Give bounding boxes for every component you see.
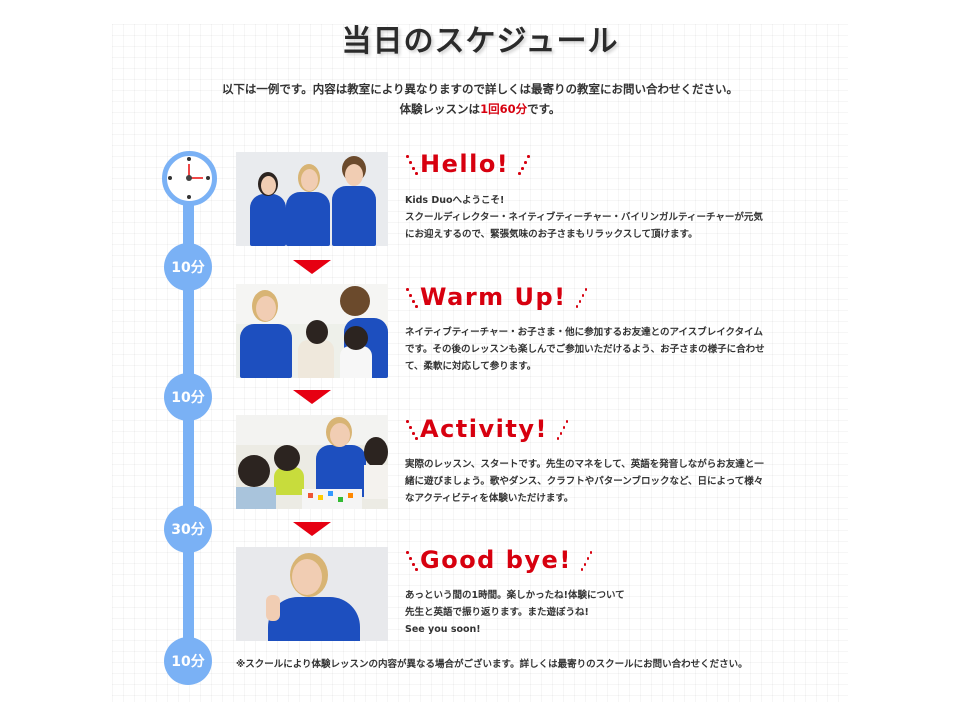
step-description-warmup: ネイティブティーチャー・お子さま・他に参加するお友達とのアイスブレイクタイム で… [405, 327, 765, 372]
step-photo-warmup [236, 284, 388, 378]
duration-badge: 10分 [164, 373, 212, 421]
intro-suffix: です。 [527, 102, 561, 116]
sparkle-right-icon [515, 153, 531, 175]
sparkle-left-icon [404, 549, 420, 571]
sparkle-right-icon [578, 549, 594, 571]
duration-badge: 10分 [164, 243, 212, 291]
step-title-hello: Hello! [404, 150, 531, 178]
sparkle-right-icon [554, 418, 570, 440]
step-description-activity: 実際のレッスン、スタートです。先生のマネをして、英語を発音しながらお友達と一 緒… [405, 459, 764, 504]
timeline-bar [183, 200, 194, 660]
down-arrow-icon [293, 260, 331, 274]
intro-text: 以下は一例です。内容は教室により異なりますので詳しくは最寄りの教室にお問い合わせ… [0, 79, 960, 119]
duration-badge: 10分 [164, 637, 212, 685]
grid-background [112, 24, 848, 702]
clock-icon [162, 151, 217, 206]
step-photo-goodbye [236, 547, 388, 641]
step-description-goodbye: あっという間の1時間。楽しかったね!体験について 先生と英語で振り返ります。また… [405, 590, 625, 635]
step-title-activity: Activity! [404, 415, 570, 443]
sparkle-right-icon [573, 286, 589, 308]
lesson-length-highlight: 1回60分 [480, 102, 528, 116]
duration-badge: 30分 [164, 505, 212, 553]
down-arrow-icon [293, 390, 331, 404]
page-title: 当日のスケジュール [341, 24, 619, 59]
sparkle-left-icon [404, 286, 420, 308]
intro-line-1: 以下は一例です。内容は教室により異なりますので詳しくは最寄りの教室にお問い合わせ… [221, 82, 739, 96]
down-arrow-icon [293, 522, 331, 536]
intro-line-2: 体験レッスンは1回60分です。 [0, 99, 960, 119]
step-description-hello: Kids Duoへようこそ! スクールディレクター・ネイティブティーチャー・バイ… [405, 195, 763, 240]
sparkle-left-icon [404, 418, 420, 440]
step-title-warmup: Warm Up! [404, 283, 589, 311]
sparkle-left-icon [404, 153, 420, 175]
step-photo-hello [236, 152, 388, 246]
intro-prefix: 体験レッスンは [399, 102, 481, 116]
step-photo-activity [236, 415, 388, 509]
step-title-goodbye: Good bye! [404, 546, 594, 574]
footnote: ※スクールにより体験レッスンの内容が異なる場合がございます。詳しくは最寄りのスク… [236, 659, 748, 670]
